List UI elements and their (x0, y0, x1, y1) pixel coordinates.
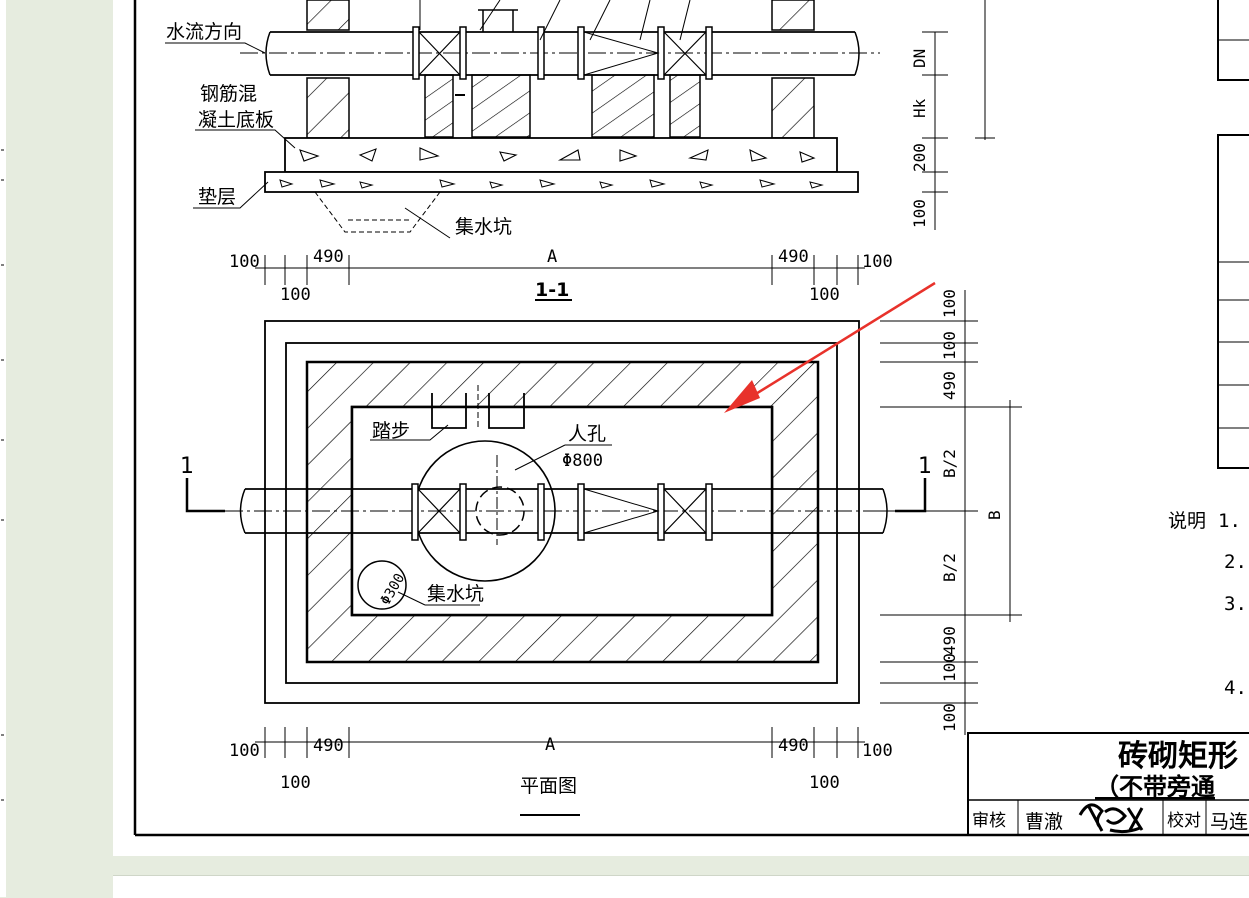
left-strip-marks (1, 149, 4, 801)
dim-490: 490 (940, 626, 959, 655)
dim-a: A (545, 735, 555, 755)
dim-100: 100 (229, 741, 260, 761)
plan-title: 平面图 (520, 775, 577, 797)
drawing-title: 砖砌矩形 (1118, 739, 1238, 774)
dim-100: 100 (940, 653, 959, 682)
flow-direction-label: 水流方向 (166, 21, 242, 43)
dim-b-half: B/2 (940, 553, 959, 582)
note-number-4: 4. (1224, 677, 1247, 699)
rc-base-label-2: 凝土底板 (198, 109, 274, 131)
dim-hk: Hk (910, 98, 929, 118)
reviewer-name: 曹澈 (1025, 811, 1063, 833)
manhole-dia-label: Φ800 (562, 451, 603, 471)
dim-490: 490 (778, 736, 809, 756)
dim-100: 100 (940, 703, 959, 732)
dim-100: 100 (940, 331, 959, 360)
note-number-2: 2. (1224, 551, 1247, 573)
section-sump-label: 集水坑 (455, 216, 512, 238)
dim-100: 100 (862, 741, 893, 761)
dim-100: 100 (280, 773, 311, 793)
dim-200: 200 (910, 143, 929, 172)
dim-100: 100 (809, 773, 840, 793)
dim-490: 490 (313, 736, 344, 756)
drawing-subtitle: （不带旁通 (1095, 773, 1215, 801)
rc-base-label-1: 钢筋混 (200, 83, 257, 105)
dim-dn: DN (910, 49, 929, 68)
material-table-fragments (1217, 0, 1249, 469)
steps-label: 踏步 (372, 420, 410, 442)
manhole-label: 人孔 (568, 423, 606, 445)
dim-100: 100 (940, 289, 959, 318)
section-title: 1-1 (535, 279, 569, 301)
dim-490: 490 (313, 247, 344, 267)
check-label: 校对 (1167, 811, 1201, 831)
cut-mark-right: 1 (918, 454, 932, 479)
checker-name: 马连 (1210, 811, 1248, 833)
plan-sump-label: 集水坑 (427, 583, 484, 605)
dim-100: 100 (229, 252, 260, 272)
dim-100: 100 (809, 285, 840, 305)
cushion-label: 垫层 (198, 186, 236, 208)
next-page-top (113, 875, 1249, 898)
dim-a: A (547, 247, 557, 267)
concrete-hatch (299, 147, 816, 163)
dim-100: 100 (910, 199, 929, 228)
dim-b: B (985, 510, 1004, 520)
plan-view-drawing (185, 290, 1022, 816)
left-scroll-strip (0, 0, 6, 897)
dim-100: 100 (862, 252, 893, 272)
dim-490: 490 (778, 247, 809, 267)
note-number-1: 1. (1218, 510, 1241, 532)
cut-mark-left: 1 (180, 454, 194, 479)
note-number-3: 3. (1224, 593, 1247, 615)
reviewer-signature (1078, 803, 1144, 834)
red-annotation-arrow (724, 281, 936, 413)
title-block (967, 732, 1249, 836)
notes-label: 说明 (1168, 510, 1206, 532)
dim-100: 100 (280, 285, 311, 305)
section-1-1-drawing (165, 0, 995, 301)
dim-490: 490 (940, 371, 959, 400)
review-label: 审核 (972, 811, 1006, 831)
dim-b-half: B/2 (940, 449, 959, 478)
